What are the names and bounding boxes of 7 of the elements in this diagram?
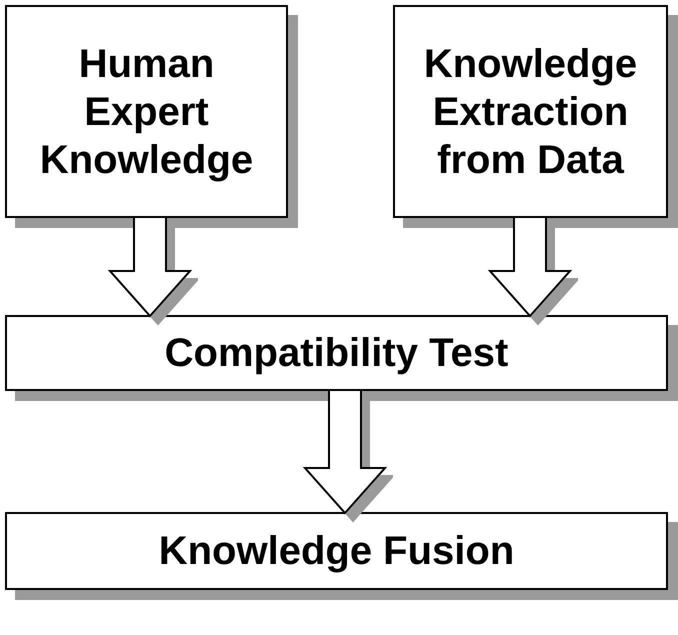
- block-arrow: [488, 216, 572, 318]
- box-label: Human Expert Knowledge: [38, 40, 254, 184]
- box-label: Compatibility Test: [164, 330, 510, 377]
- block-arrow: [302, 389, 388, 514]
- box-label: Knowledge Extraction from Data: [422, 40, 638, 184]
- box-label: Knowledge Fusion: [158, 528, 516, 575]
- block-arrow: [108, 216, 192, 318]
